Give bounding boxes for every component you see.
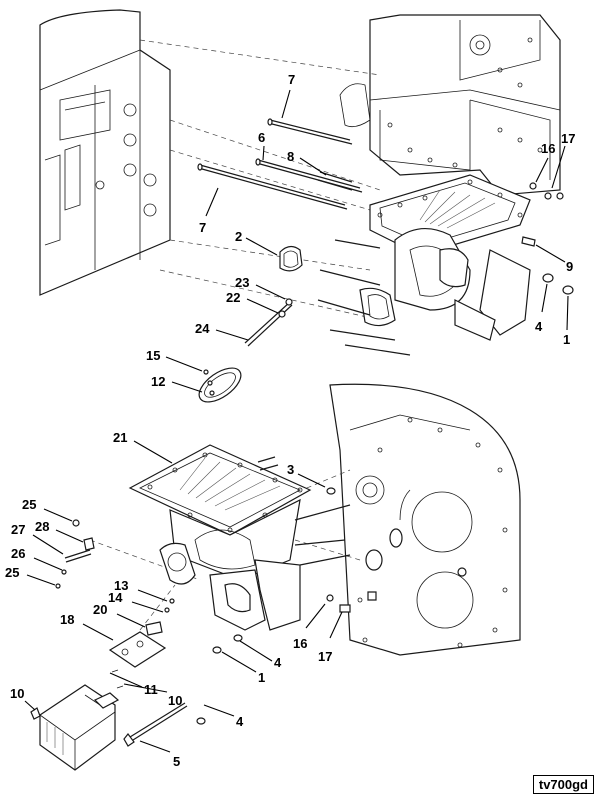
callout-label: 14 [108, 590, 123, 605]
callout-label: 17 [318, 649, 332, 664]
callout-label: 7 [288, 72, 295, 87]
upper-right-housing [339, 14, 561, 196]
upper-bellhousing [317, 174, 531, 356]
callout-label: 9 [566, 259, 573, 274]
lower-right-housing [329, 383, 521, 656]
callout-label: 1 [563, 332, 570, 347]
callout-label: 16 [293, 636, 307, 651]
callout-label: 6 [258, 130, 265, 145]
cover-plate-part-12 [198, 367, 242, 403]
callout-label: 22 [226, 290, 240, 305]
callout-label: 4 [274, 655, 282, 670]
lower-bellhousing-part-21 [128, 444, 351, 631]
callout-label: 12 [151, 374, 165, 389]
callouts: 7 6 8 7 2 16 17 9 4 1 23 22 24 [5, 72, 575, 769]
callout-label: 20 [93, 602, 107, 617]
callout-label: 13 [114, 578, 128, 593]
callout-label: 17 [561, 131, 575, 146]
figure-reference-code: tv700gd [532, 775, 594, 794]
callout-label: 7 [199, 220, 206, 235]
callout-label: 25 [22, 497, 36, 512]
long-bolt-part-5 [30, 702, 188, 747]
callout-label: 3 [287, 462, 294, 477]
callout-label: 16 [541, 141, 555, 156]
alignment-lines-upper [139, 39, 381, 321]
callout-label: 28 [35, 519, 49, 534]
linkage-parts-25-28 [55, 519, 95, 589]
actuator-housing [39, 684, 120, 771]
callout-label: 2 [235, 229, 242, 244]
callout-label: 21 [113, 430, 127, 445]
callout-label: 25 [5, 565, 19, 580]
bracket-part-18 [108, 621, 167, 689]
callout-label: 10 [168, 693, 182, 708]
callout-label: 4 [236, 714, 244, 729]
shaft-part-24 [244, 298, 293, 347]
callout-label: 4 [535, 319, 543, 334]
callout-label: 15 [146, 348, 160, 363]
gasket-part-2 [279, 245, 303, 272]
callout-label: 24 [195, 321, 210, 336]
callout-label: 27 [11, 522, 25, 537]
callout-label: 18 [60, 612, 74, 627]
lower-hardware [164, 487, 377, 725]
long-rods-upper [197, 118, 363, 210]
callout-label: 26 [11, 546, 25, 561]
callout-label: 10 [10, 686, 24, 701]
callout-label: 1 [258, 670, 265, 685]
callout-label: 23 [235, 275, 249, 290]
upper-hardware [521, 182, 574, 295]
callout-label: 5 [173, 754, 180, 769]
callout-label: 8 [287, 149, 294, 164]
left-frame-panel [39, 9, 171, 296]
